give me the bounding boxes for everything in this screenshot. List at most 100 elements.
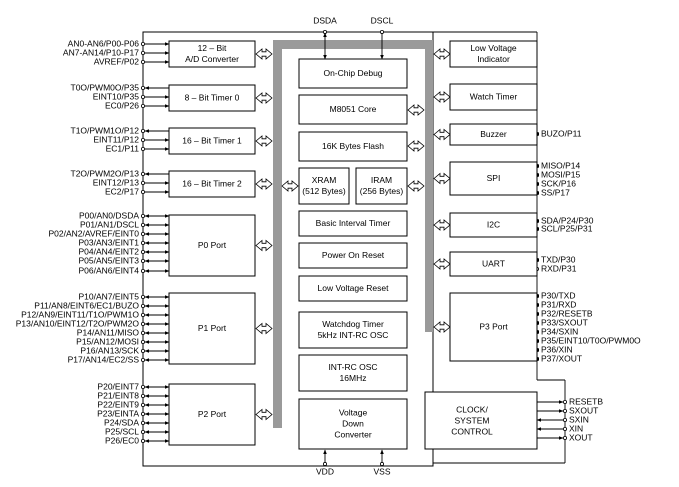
block-p1-text: P1 Port xyxy=(198,323,227,333)
pin-terminal-icon xyxy=(140,258,145,263)
block-wdt-text: 5kHz INT-RC OSC xyxy=(318,330,389,340)
internal-bus-right xyxy=(425,40,433,332)
pin-terminal-icon xyxy=(140,128,145,133)
block-p2 xyxy=(168,383,256,446)
block-core-text: M8051 Core xyxy=(330,104,377,114)
pin-label: P06/AN6/EINT4 xyxy=(79,265,140,275)
pin-terminal-icon xyxy=(140,60,145,65)
block-timer1 xyxy=(168,127,256,155)
block-lvi xyxy=(449,40,538,68)
block-i2c xyxy=(449,212,538,238)
block-vdc-text: Down xyxy=(342,418,364,428)
pin-terminal-icon xyxy=(140,348,145,353)
block-xram-text: (512 Bytes) xyxy=(302,186,346,196)
pin-label: P12/AN9/EINT11/T1O/PWM1O xyxy=(21,309,139,319)
block-wt xyxy=(449,83,538,111)
pin-terminal-icon xyxy=(140,222,145,227)
pin-label: P00/AN0/DSDA xyxy=(79,210,139,220)
block-p1 xyxy=(168,292,256,365)
pin-terminal-icon xyxy=(140,321,145,326)
block-timer0-text: 8 – Bit Timer 0 xyxy=(185,92,240,102)
pin-label: MISO/P14 xyxy=(541,160,580,170)
block-p0 xyxy=(168,214,256,277)
block-adc xyxy=(168,40,256,68)
pin-label: P35/EINT10/T0O/PWM0O xyxy=(541,335,641,345)
pin-label: P22/EINT9 xyxy=(97,399,139,409)
pin-label: P25/SCL xyxy=(105,426,139,436)
pin-label: P04/AN4/EINT2 xyxy=(79,246,140,256)
bus-arrow-i2c-icon xyxy=(433,219,451,231)
pin-terminal-icon xyxy=(140,402,145,407)
pin-terminal-icon xyxy=(140,303,145,308)
pin-terminal-icon xyxy=(140,268,145,273)
block-adc-text: 12 – Bit xyxy=(198,43,227,53)
pin-label: SXOUT xyxy=(569,405,598,415)
pin-label: P32/RESETB xyxy=(541,308,593,318)
bus-arrow-buzzer-icon xyxy=(433,128,451,141)
pin-label-dsda: DSDA xyxy=(313,15,337,25)
pin-terminal-icon xyxy=(140,411,145,416)
block-por xyxy=(298,242,408,269)
pin-label: P31/RXD xyxy=(541,299,576,309)
pin-label: P02/AN2/AVREF/EINT0 xyxy=(48,228,139,238)
pin-terminal-icon xyxy=(140,189,145,194)
bus-arrow-p3-icon xyxy=(433,321,451,333)
pin-label: XIN xyxy=(569,423,583,433)
pin-label-vss: VSS xyxy=(373,466,390,476)
pin-label: RESETB xyxy=(569,396,603,406)
pin-label: P26/EC0 xyxy=(105,435,139,445)
pin-label-vdd: VDD xyxy=(316,466,334,476)
block-xram-text: XRAM xyxy=(312,175,337,185)
pin-terminal-icon xyxy=(140,240,145,245)
block-flash xyxy=(298,131,408,162)
pin-label: T0O/PWM0O/P35 xyxy=(71,82,140,92)
pin-label: XOUT xyxy=(569,432,593,442)
pin-label: P13/AN10/EINT12/T2O/PWM2O xyxy=(16,318,140,328)
block-lvi-text: Low Voltage xyxy=(470,43,517,53)
pin-terminal-icon xyxy=(563,399,568,404)
bus-arrow-xram-icon xyxy=(281,180,299,192)
block-timer2 xyxy=(168,170,256,198)
block-clock-text: CLOCK/ xyxy=(456,404,488,414)
block-buzzer xyxy=(449,123,538,146)
block-adc-text: A/D Converter xyxy=(185,54,239,64)
pin-label: EC2/P17 xyxy=(105,186,139,196)
bus-arrow-p0-icon xyxy=(255,239,273,252)
block-bit xyxy=(298,210,408,237)
pin-label: AN0-AN6/P00-P06 xyxy=(68,38,140,48)
pin-label: P24/SDA xyxy=(104,417,139,427)
pin-label: P03/AN3/EINT1 xyxy=(79,237,140,247)
pin-label: EC1/P11 xyxy=(106,143,140,153)
pin-label: T2O/PWM2O/P13 xyxy=(71,168,140,178)
pin-label: SS/P17 xyxy=(541,187,570,197)
block-i2c-text: I2C xyxy=(487,219,500,229)
block-wdt-text: Watchdog Timer xyxy=(322,319,384,329)
pin-terminal-icon xyxy=(140,429,145,434)
pin-label: TXD/P30 xyxy=(541,254,576,264)
pin-terminal-icon xyxy=(563,417,568,422)
block-flash-text: 16K Bytes Flash xyxy=(322,141,384,151)
block-rcosc-text: 16MHz xyxy=(340,373,367,383)
block-debug-text: On-Chip Debug xyxy=(323,68,382,78)
pin-terminal-icon xyxy=(563,426,568,431)
block-xram xyxy=(298,167,350,205)
pin-label: P33/SXOUT xyxy=(541,317,588,327)
pin-terminal-icon xyxy=(563,435,568,440)
bus-arrow-iram-icon xyxy=(407,180,425,192)
pin-terminal-icon xyxy=(563,408,568,413)
block-debug xyxy=(298,58,408,89)
pin-label: P21/EINT8 xyxy=(97,390,139,400)
pin-label-dscl: DSCL xyxy=(371,15,394,25)
block-uart-text: UART xyxy=(482,258,505,268)
pin-label: P30/TXD xyxy=(541,290,576,300)
block-timer2-text: 16 – Bit Timer 2 xyxy=(182,178,242,188)
block-buzzer-text: Buzzer xyxy=(480,129,507,139)
pin-label: T1O/PWM1O/P12 xyxy=(71,125,140,135)
block-p0-text: P0 Port xyxy=(198,240,227,250)
pin-terminal-icon xyxy=(140,137,145,142)
block-bit-text: Basic Interval Timer xyxy=(316,218,391,228)
pin-label: P15/AN12/MOSI xyxy=(76,336,139,346)
pin-terminal-icon xyxy=(140,438,145,443)
block-timer1-text: 16 – Bit Timer 1 xyxy=(182,135,242,145)
